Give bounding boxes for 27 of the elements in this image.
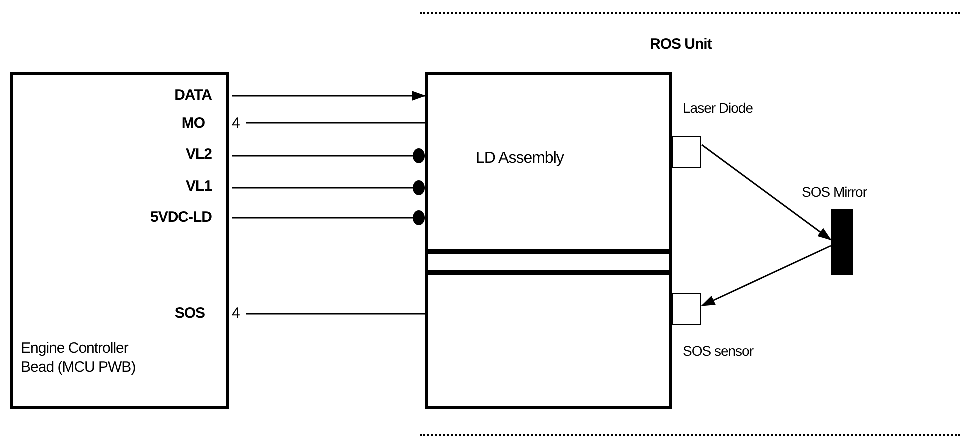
board-name: Engine Controller Bead (MCU PWB) <box>21 339 137 377</box>
signal-name: VL2 <box>186 146 212 163</box>
connector-line <box>246 122 425 124</box>
component-label: SOS Mirror <box>802 184 867 200</box>
assembly-label: LD Assembly <box>476 150 564 168</box>
component-label: SOS sensor <box>683 343 754 359</box>
connector-line <box>246 313 425 315</box>
unit-title: ROS Unit <box>650 36 712 53</box>
compartment-box <box>425 272 672 409</box>
component-label: Laser Diode <box>683 100 753 116</box>
arrow <box>232 91 426 101</box>
dot-terminated-line <box>232 210 425 226</box>
dot-terminated-line <box>232 180 425 196</box>
signal-name: VL1 <box>186 178 212 195</box>
signal-name: 5VDC-LD <box>150 209 212 226</box>
signal-name: MO <box>182 115 205 132</box>
unit-region <box>420 12 960 436</box>
assembly-compartment <box>425 72 672 252</box>
pin-count: 4 <box>232 305 240 322</box>
arrow <box>702 144 832 241</box>
pin-count: 4 <box>232 115 240 132</box>
controller-board-box <box>10 72 229 409</box>
signal-name: SOS <box>174 305 205 322</box>
arrow <box>701 245 832 307</box>
signal-name: DATA <box>174 87 212 104</box>
compartment-box <box>425 251 672 273</box>
dot-terminated-line <box>232 148 425 164</box>
